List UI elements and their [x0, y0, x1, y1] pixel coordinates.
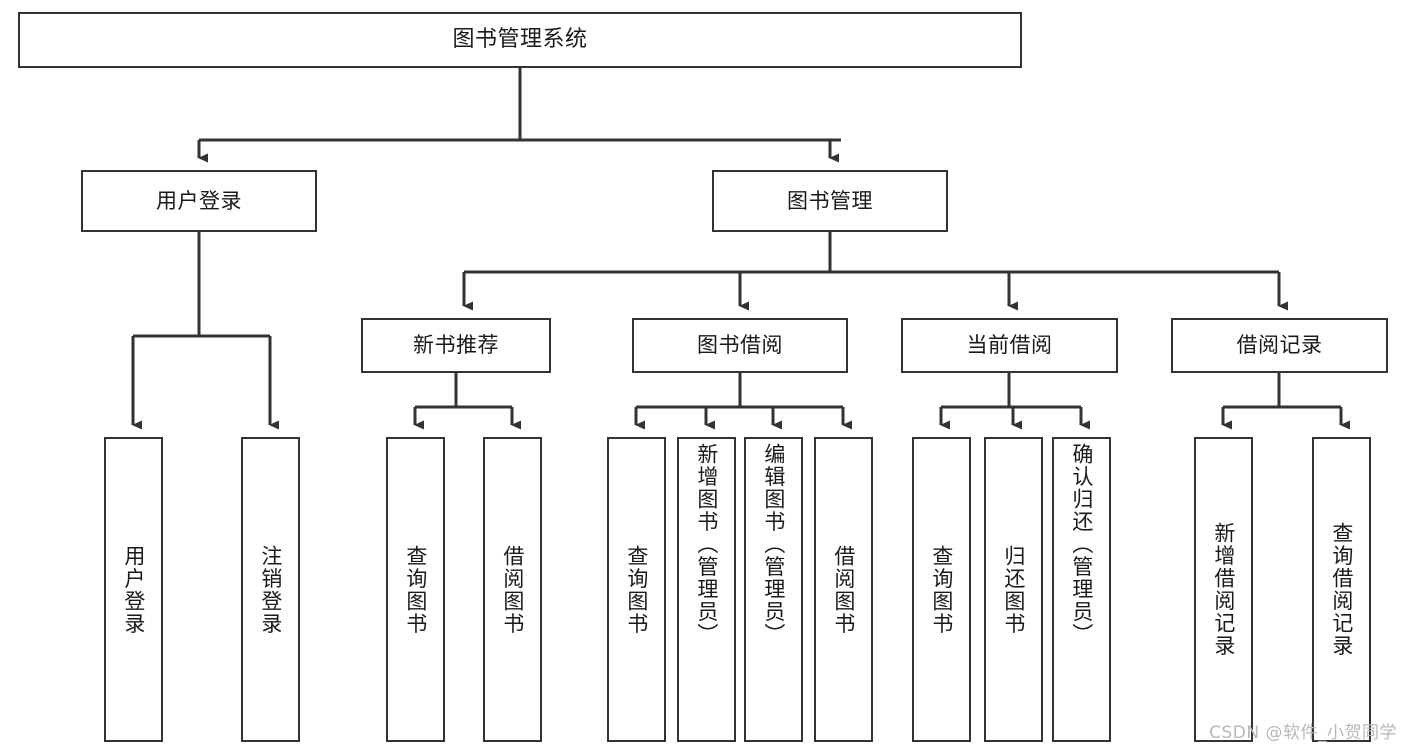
- node-current-borrow[interactable]: 当前借阅: [901, 318, 1118, 373]
- node-leaf-confirm-return-label: 确认归还（管理员）: [1069, 443, 1094, 646]
- node-leaf-borrow-book-1-label: 借阅图书: [500, 544, 525, 635]
- node-leaf-edit-book-label: 编辑图书（管理员）: [761, 443, 786, 646]
- node-leaf-confirm-return[interactable]: 确认归还（管理员）: [1052, 437, 1111, 742]
- node-leaf-user-logout[interactable]: 注销登录: [241, 437, 300, 742]
- node-leaf-add-book-label: 新增图书（管理员）: [694, 443, 719, 646]
- node-user-login-label: 用户登录: [156, 188, 242, 213]
- node-book-borrow[interactable]: 图书借阅: [632, 318, 848, 373]
- node-leaf-return-book[interactable]: 归还图书: [984, 437, 1043, 742]
- node-leaf-add-record-label: 新增借阅记录: [1211, 522, 1236, 657]
- node-leaf-query-record[interactable]: 查询借阅记录: [1312, 437, 1371, 742]
- csdn-watermark: CSDN @软件_小贺同学: [1209, 723, 1397, 743]
- node-leaf-query-book-1[interactable]: 查询图书: [386, 437, 445, 742]
- node-leaf-borrow-book-2[interactable]: 借阅图书: [814, 437, 873, 742]
- node-new-book-rec-label: 新书推荐: [413, 333, 499, 358]
- node-root[interactable]: 图书管理系统: [18, 12, 1022, 68]
- node-current-borrow-label: 当前借阅: [966, 333, 1053, 358]
- node-borrow-record[interactable]: 借阅记录: [1171, 318, 1388, 373]
- node-user-login[interactable]: 用户登录: [81, 170, 317, 232]
- node-leaf-user-login[interactable]: 用户登录: [104, 437, 163, 742]
- node-book-borrow-label: 图书借阅: [697, 333, 783, 358]
- node-new-book-rec[interactable]: 新书推荐: [361, 318, 551, 373]
- node-leaf-user-login-label: 用户登录: [121, 544, 146, 635]
- node-book-manage-label: 图书管理: [787, 188, 873, 213]
- node-leaf-edit-book[interactable]: 编辑图书（管理员）: [744, 437, 803, 742]
- node-leaf-borrow-book-1[interactable]: 借阅图书: [483, 437, 542, 742]
- node-root-label: 图书管理系统: [452, 27, 588, 53]
- node-leaf-user-logout-label: 注销登录: [258, 544, 283, 635]
- node-leaf-borrow-book-2-label: 借阅图书: [831, 544, 856, 635]
- node-leaf-add-book[interactable]: 新增图书（管理员）: [677, 437, 736, 742]
- node-leaf-return-book-label: 归还图书: [1001, 544, 1026, 635]
- node-leaf-query-book-1-label: 查询图书: [403, 544, 428, 635]
- node-leaf-query-book-3-label: 查询图书: [929, 544, 954, 635]
- node-book-manage[interactable]: 图书管理: [712, 170, 948, 232]
- node-leaf-query-book-2-label: 查询图书: [624, 544, 649, 635]
- node-leaf-query-book-3[interactable]: 查询图书: [912, 437, 971, 742]
- node-leaf-query-record-label: 查询借阅记录: [1329, 522, 1354, 657]
- node-borrow-record-label: 借阅记录: [1236, 333, 1323, 358]
- node-leaf-query-book-2[interactable]: 查询图书: [607, 437, 666, 742]
- node-leaf-add-record[interactable]: 新增借阅记录: [1194, 437, 1253, 742]
